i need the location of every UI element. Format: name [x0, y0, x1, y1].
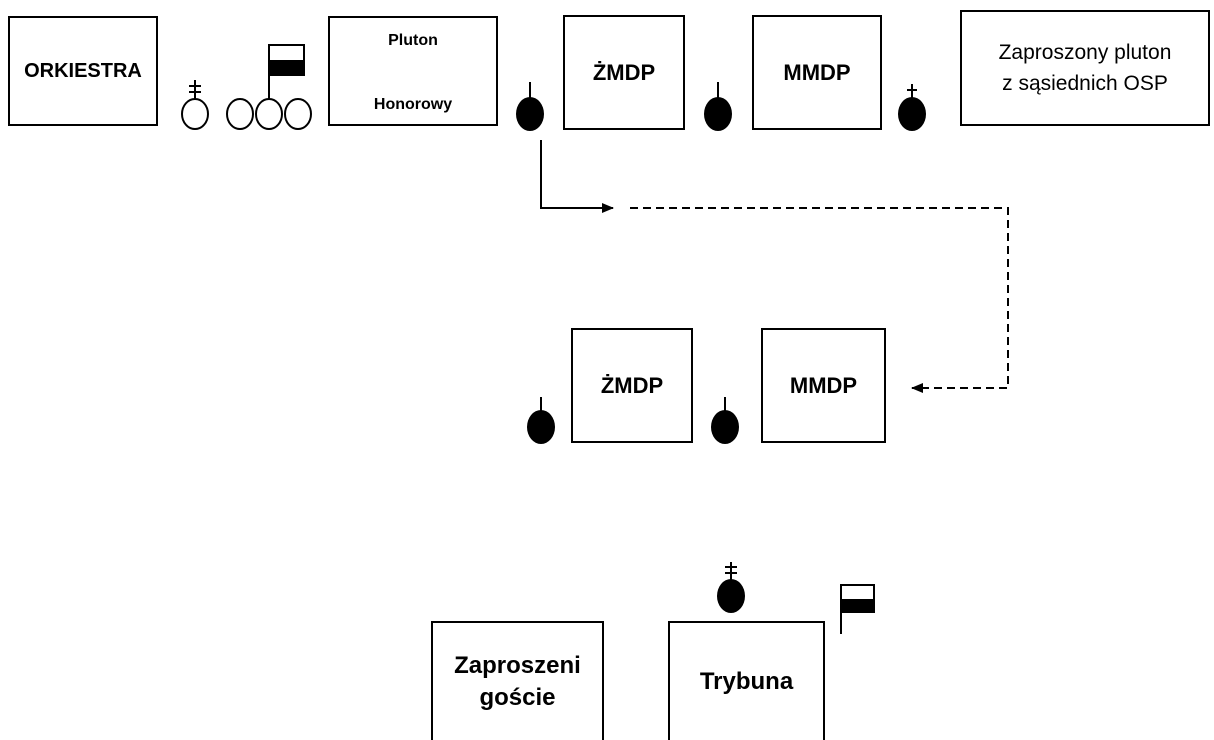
trybuna-label: Trybuna [699, 667, 794, 695]
zaproszony-pluton-box: Zaproszony pluton z sąsiednich OSP [960, 10, 1210, 126]
mmdp-top-box: MMDP [752, 15, 882, 130]
zmdp-top-label: ŻMDP [592, 59, 656, 85]
honorowy-label: Honorowy [373, 96, 453, 113]
commander-icon-top [516, 82, 544, 131]
zmdp-middle-label: ŻMDP [600, 372, 664, 398]
zaproszony-pluton-label: Zaproszony pluton z sąsiednich OSP [998, 41, 1172, 95]
chaplain-icon-top [898, 84, 926, 131]
flag-icon [840, 584, 875, 634]
zaproszeni-goscie-label: Zaproszeni goście [454, 651, 581, 711]
flag-bearer-group-icon [226, 44, 312, 130]
leader-outline-cross-icon [181, 80, 209, 130]
orkiestra-box: ORKIESTRA [8, 16, 158, 126]
commander-icon-middle-1 [527, 397, 555, 444]
zmdp-middle-box: ŻMDP [571, 328, 693, 443]
commander-icon-middle-2 [711, 397, 739, 444]
pluton-label: Pluton [388, 32, 438, 49]
trybuna-box: Trybuna [668, 621, 825, 740]
mmdp-middle-label: MMDP [789, 372, 858, 398]
zaproszeni-goscie-box: Zaproszeni goście [431, 621, 604, 740]
mmdp-top-label: MMDP [783, 59, 851, 85]
chaplain-icon-bottom [717, 562, 745, 613]
zmdp-top-box: ŻMDP [563, 15, 685, 130]
orkiestra-label: ORKIESTRA [24, 59, 142, 82]
pluton-honorowy-box: Pluton Honorowy [328, 16, 498, 126]
mmdp-middle-box: MMDP [761, 328, 886, 443]
route-connector [540, 140, 1009, 393]
commander-icon-top-2 [704, 82, 732, 131]
